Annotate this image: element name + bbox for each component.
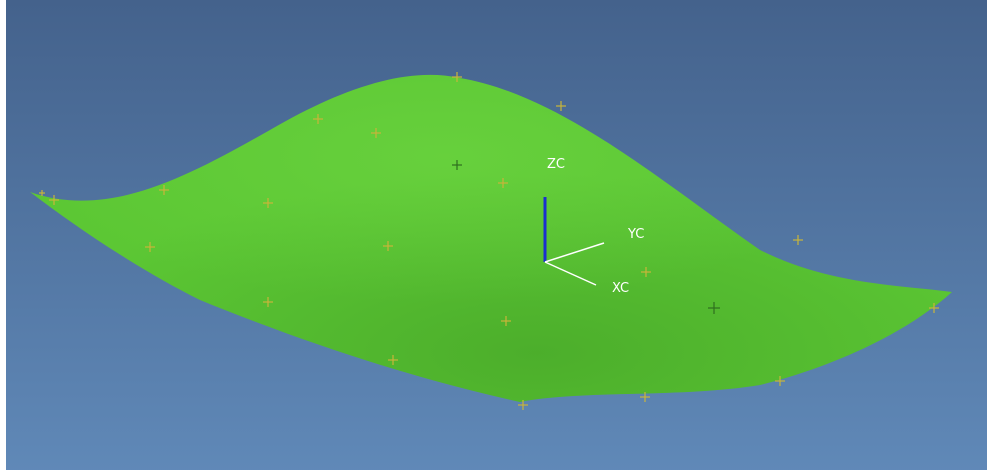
control-points [39,72,939,410]
control-point-marker[interactable] [263,198,273,208]
dark-control-points [452,160,720,314]
control-point-marker[interactable] [775,376,785,386]
y-axis-label: YC [627,227,644,242]
control-point-marker[interactable] [49,195,59,205]
y-axis-line [544,242,605,263]
viewport-frame-left [0,0,6,475]
control-point-marker[interactable] [929,303,939,313]
surface-highlight [30,74,952,403]
control-point-marker[interactable] [793,235,803,245]
control-point-marker[interactable] [708,302,720,314]
control-point-marker[interactable] [313,114,323,124]
viewport-frame-bottom [0,470,987,475]
control-point-marker[interactable] [388,355,398,365]
control-point-marker[interactable] [452,72,462,82]
control-point-marker[interactable] [371,128,381,138]
control-point-marker[interactable] [556,101,566,111]
wcs-triad[interactable]: ZC YC XC [543,157,644,296]
control-point-marker[interactable] [263,297,273,307]
b-surface[interactable] [30,74,952,403]
control-point-marker[interactable] [159,185,169,195]
z-axis-label: ZC [547,157,565,172]
control-point-marker[interactable] [39,190,45,196]
control-point-marker[interactable] [145,242,155,252]
control-point-marker[interactable] [383,241,393,251]
x-axis-line [544,261,597,286]
control-point-marker[interactable] [640,392,650,402]
control-point-marker[interactable] [501,316,511,326]
control-point-marker[interactable] [641,267,651,277]
control-point-marker[interactable] [518,400,528,410]
control-point-marker[interactable] [498,178,508,188]
control-point-marker[interactable] [452,160,462,170]
x-axis-label: XC [612,281,629,296]
